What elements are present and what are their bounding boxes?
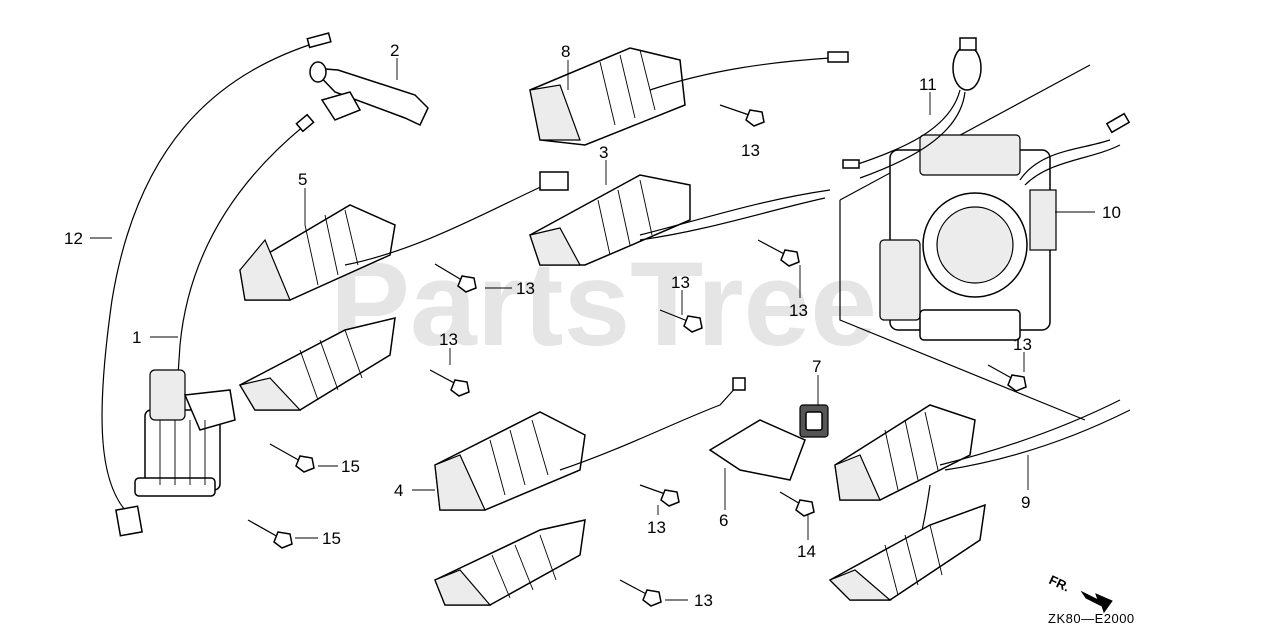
callout-13-b[interactable]: 13	[789, 301, 808, 320]
bolt-13g[interactable]	[619, 579, 662, 607]
callout-13-g[interactable]: 13	[694, 591, 713, 610]
coil-middle-left[interactable]	[238, 317, 396, 411]
bolt-13c[interactable]	[659, 309, 703, 333]
part-3-coil[interactable]	[529, 174, 831, 266]
bolt-13d[interactable]	[434, 263, 477, 293]
part-2-cap[interactable]	[309, 61, 429, 126]
coil-bottom-right[interactable]	[828, 503, 986, 601]
callout-6[interactable]: 6	[719, 511, 728, 530]
bolt-15b[interactable]	[247, 519, 293, 549]
diagram-code: ZK80—E2000	[1048, 611, 1135, 626]
callout-13-c[interactable]: 13	[671, 273, 690, 292]
bolt-13h[interactable]	[987, 364, 1027, 392]
part-9-coil[interactable]	[834, 399, 1131, 561]
callout-10[interactable]: 10	[1102, 203, 1121, 222]
callouts: 2 8 3 5 1 12 13 13 13 13 13 11 10 13 7 1…	[64, 41, 1121, 610]
bolts	[247, 104, 1027, 607]
callout-15-b[interactable]: 15	[322, 529, 341, 548]
part-11-harness[interactable]	[842, 37, 982, 179]
callout-13-d[interactable]: 13	[516, 279, 535, 298]
callout-15-a[interactable]: 15	[341, 457, 360, 476]
part-5-coil[interactable]	[239, 171, 569, 301]
callout-4[interactable]: 4	[394, 481, 403, 500]
part-1-lead[interactable]	[177, 113, 315, 376]
ignition-coil[interactable]	[134, 369, 236, 497]
callout-12[interactable]: 12	[64, 229, 83, 248]
part-8-coil[interactable]	[529, 47, 849, 146]
callout-5[interactable]: 5	[298, 170, 307, 189]
part-10-stator[interactable]	[839, 64, 1131, 421]
part-12-lead[interactable]	[101, 32, 332, 537]
callout-14[interactable]: 14	[797, 542, 816, 561]
direction-label: FR.	[1047, 572, 1072, 594]
part-4-coil[interactable]	[434, 377, 746, 511]
callout-1[interactable]: 1	[132, 328, 141, 347]
callout-3[interactable]: 3	[599, 143, 608, 162]
callout-7[interactable]: 7	[812, 357, 821, 376]
callout-13-e[interactable]: 13	[439, 330, 458, 349]
direction-indicator: FR.	[1047, 572, 1113, 614]
bolt-13b[interactable]	[757, 239, 800, 267]
callout-9[interactable]: 9	[1021, 493, 1030, 512]
callout-2[interactable]: 2	[390, 41, 399, 60]
bolt-14[interactable]	[779, 491, 815, 517]
bolt-13e[interactable]	[429, 369, 470, 397]
bolt-13a[interactable]	[719, 104, 765, 127]
callout-13-f[interactable]: 13	[647, 518, 666, 537]
bolt-15a[interactable]	[269, 443, 315, 473]
callout-8[interactable]: 8	[561, 42, 570, 61]
arrow-right-down-icon	[1080, 590, 1113, 614]
callout-11[interactable]: 11	[919, 75, 937, 94]
part-6-bracket[interactable]	[708, 419, 806, 481]
leader-lines	[90, 58, 1095, 601]
coil-bottom-center[interactable]	[434, 519, 586, 606]
part-7-grommet[interactable]	[799, 404, 829, 438]
callout-13-h[interactable]: 13	[1013, 335, 1032, 354]
callout-13-a[interactable]: 13	[741, 141, 760, 160]
bolt-13f[interactable]	[639, 484, 680, 507]
